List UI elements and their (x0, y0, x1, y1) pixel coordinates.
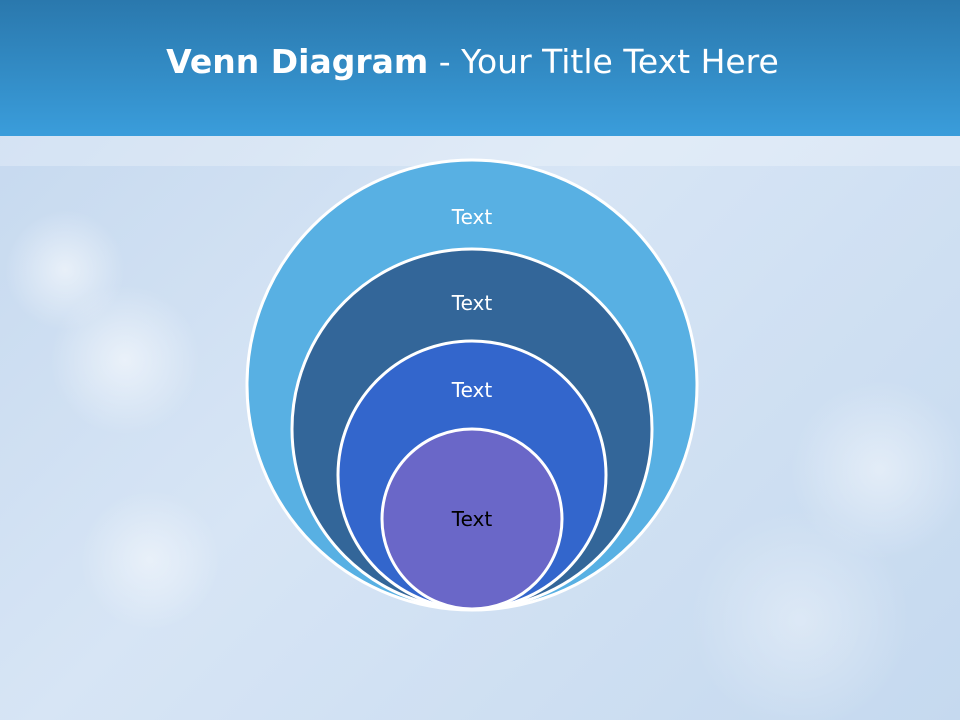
slide-title: Venn Diagram - Your Title Text Here (0, 40, 945, 84)
inner-circle (380, 427, 564, 611)
title-bar: Venn Diagram - Your Title Text Here (0, 0, 960, 136)
inner-circle-label: Text (451, 507, 493, 531)
second-circle-label: Text (451, 291, 493, 315)
outer-circle-label: Text (451, 205, 493, 229)
slide-title-bold: Venn Diagram (166, 42, 429, 81)
slide-title-rest: - Your Title Text Here (428, 42, 779, 81)
third-circle-label: Text (451, 378, 493, 402)
